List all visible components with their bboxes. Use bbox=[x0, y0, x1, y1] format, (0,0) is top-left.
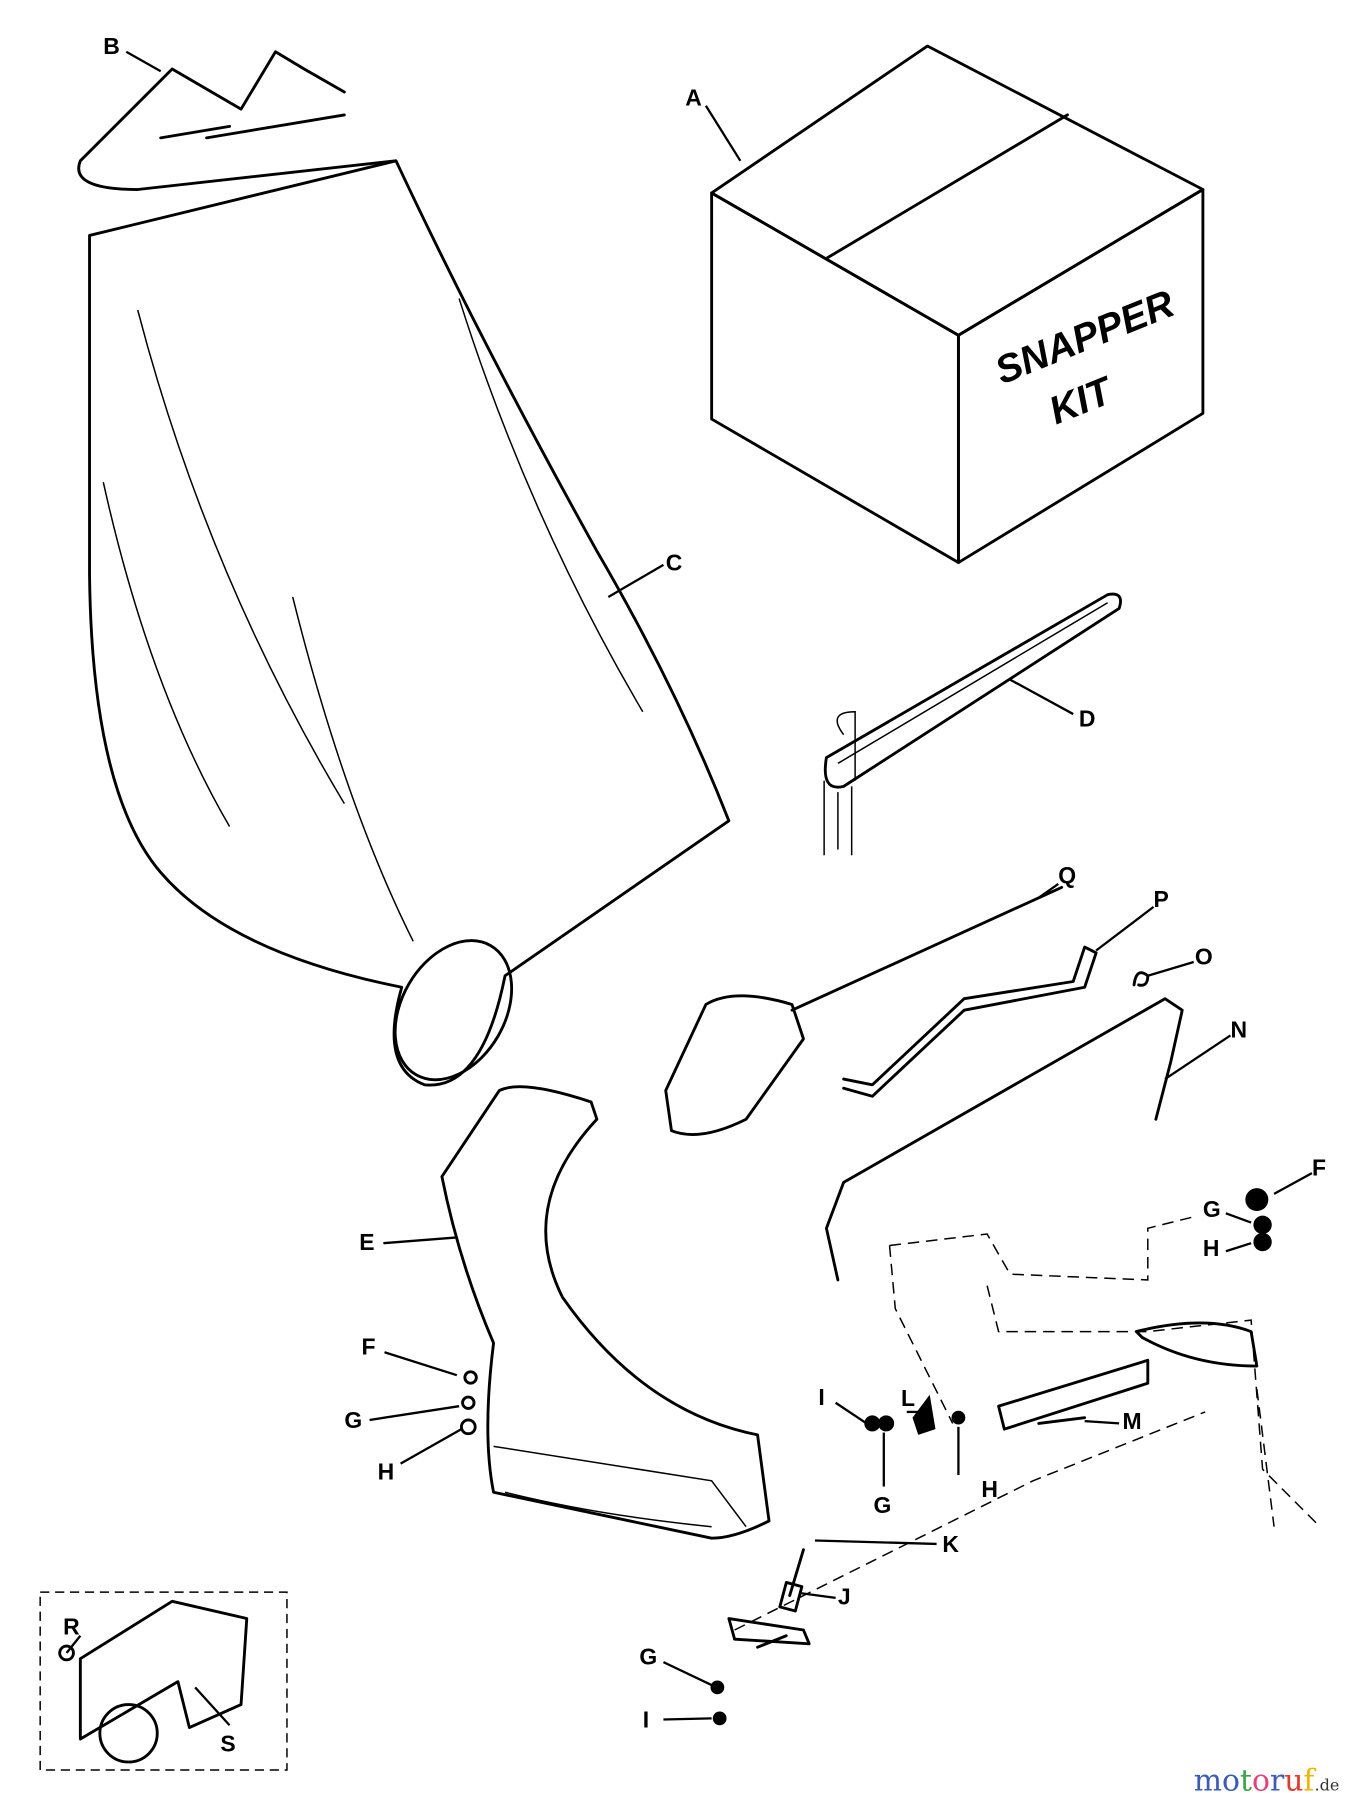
rod-p bbox=[842, 945, 1098, 1098]
label-o: O bbox=[1195, 943, 1213, 969]
label-i: I bbox=[643, 1707, 649, 1733]
snapper-kit-box: SNAPPER KIT bbox=[710, 44, 1205, 564]
clip-o bbox=[1132, 971, 1150, 987]
label-p: P bbox=[1154, 886, 1169, 912]
label-h: H bbox=[1203, 1235, 1220, 1261]
label-j: J bbox=[838, 1584, 851, 1610]
inset-box bbox=[39, 1591, 288, 1771]
label-r: R bbox=[63, 1614, 80, 1640]
label-l: L bbox=[901, 1385, 915, 1411]
label-n: N bbox=[1230, 1017, 1247, 1043]
label-d: D bbox=[1079, 706, 1096, 732]
label-k: K bbox=[942, 1531, 959, 1557]
label-m: M bbox=[1123, 1408, 1142, 1434]
label-h: H bbox=[378, 1459, 395, 1485]
grass-bag bbox=[88, 159, 731, 1087]
handle-bar bbox=[823, 592, 1122, 856]
label-i: I bbox=[818, 1384, 824, 1410]
label-b: B bbox=[103, 33, 120, 59]
label-f: F bbox=[1312, 1154, 1326, 1180]
label-s: S bbox=[220, 1731, 235, 1757]
label-g: G bbox=[873, 1492, 891, 1518]
bracket bbox=[997, 1321, 1259, 1431]
label-f: F bbox=[362, 1334, 376, 1360]
box-text-line2: KIT bbox=[1043, 369, 1120, 434]
label-g: G bbox=[344, 1407, 362, 1433]
watermark-logo: motoruf.de bbox=[1194, 1764, 1340, 1799]
label-h: H bbox=[981, 1476, 998, 1502]
label-e: E bbox=[359, 1229, 374, 1255]
rod-n bbox=[824, 997, 1184, 1282]
label-g: G bbox=[1203, 1196, 1221, 1222]
label-c: C bbox=[666, 550, 683, 576]
bag-frame bbox=[77, 50, 398, 191]
leader-lines bbox=[65, 50, 1313, 1727]
label-a: A bbox=[685, 85, 702, 111]
hardware bbox=[459, 1188, 1272, 1726]
discharge-chute bbox=[440, 1085, 771, 1540]
chute-door bbox=[664, 885, 1064, 1136]
label-q: Q bbox=[1058, 862, 1076, 888]
svg-text:motoruf.de: motoruf.de bbox=[1194, 1764, 1340, 1799]
label-g: G bbox=[639, 1643, 657, 1669]
mower-deck-outline bbox=[734, 1216, 1321, 1631]
